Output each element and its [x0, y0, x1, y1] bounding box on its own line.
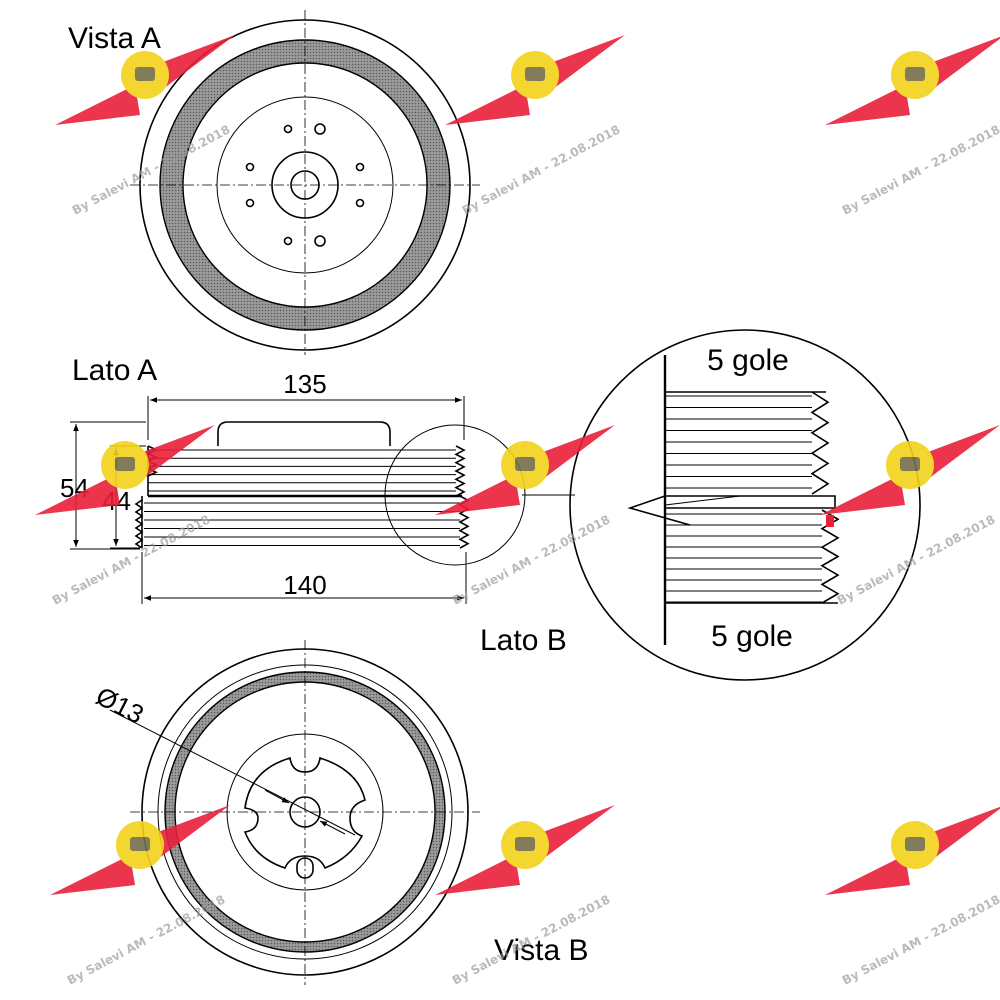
zoom-zigzag-top	[810, 391, 830, 495]
vista-a-bolt-holes	[245, 123, 365, 247]
groove-detail-zoom: 5 gole 5 gole	[569, 329, 921, 681]
zoom-groove-lines	[665, 391, 838, 604]
dim-135-text: 135	[283, 369, 326, 399]
watermark-badge: By Salevi AM - 22.08.2018	[435, 425, 615, 608]
watermark-text: By Salevi AM - 22.08.2018	[835, 512, 998, 607]
dia-13-text: Ø13	[91, 681, 148, 730]
lato-a-groove-lines	[144, 449, 460, 546]
vista-a-view: Vista A	[68, 10, 480, 355]
watermark-badge: By Salevi AM - 22.08.2018	[35, 425, 215, 608]
gole-bottom-label: 5 gole	[711, 620, 793, 653]
watermark-badge: By Salevi AM - 22.08.2018	[445, 35, 625, 218]
vista-b-view: Ø13 Vista B	[91, 640, 589, 985]
vista-a-label: Vista A	[68, 22, 161, 55]
zoom-circle	[569, 329, 921, 681]
gole-top-label: 5 gole	[707, 344, 789, 377]
watermark-badge: By Salevi AM - 22.08.2018	[825, 806, 1000, 988]
lato-a-hub-boss	[217, 421, 391, 446]
lato-a-label: Lato A	[72, 354, 157, 387]
watermark-text: By Salevi AM - 22.08.2018	[460, 122, 623, 217]
watermark-text: By Salevi AM - 22.08.2018	[450, 512, 613, 607]
dim-140-text: 140	[283, 570, 326, 600]
zoom-spike	[627, 495, 691, 526]
vista-b-label: Vista B	[494, 934, 589, 967]
lato-b-label: Lato B	[480, 624, 567, 657]
dia-13-leader	[109, 709, 356, 836]
watermark-text: By Salevi AM - 22.08.2018	[840, 122, 1000, 217]
watermark-badge: By Salevi AM - 22.08.2018	[825, 36, 1000, 218]
watermark-text: By Salevi AM - 22.08.2018	[840, 892, 1000, 987]
lato-a-zigzag-top	[454, 445, 466, 497]
lato-a-view: Lato A 135 140 54 44	[60, 354, 575, 604]
watermark-badge: By Salevi AM - 22.08.2018	[820, 425, 1000, 608]
watermark-text: By Salevi AM - 22.08.2018	[50, 512, 213, 607]
